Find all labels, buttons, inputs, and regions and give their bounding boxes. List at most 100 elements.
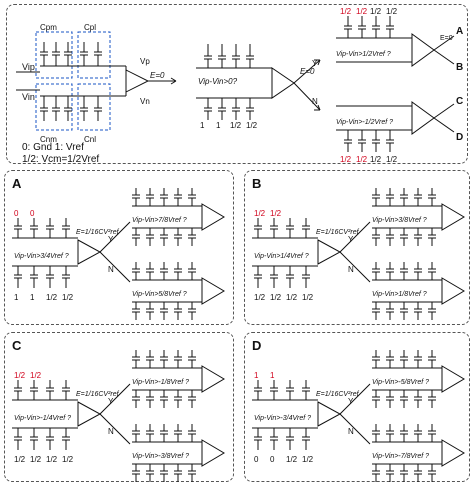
panel-c-n-label: N <box>108 427 114 436</box>
vn-label: Vn <box>140 97 150 106</box>
panel-d <box>244 332 470 482</box>
panel-d-left-top-bit-0: 1 <box>254 371 259 380</box>
panel-d-bot-cap-a-1 <box>386 424 394 442</box>
panel-a-top-cap-a-4 <box>188 188 196 206</box>
panel-d-first-comparator <box>317 401 342 427</box>
panel-d-top-cap-b-1 <box>386 390 394 408</box>
panel-c-left-top-bit-0: 1/2 <box>14 371 26 380</box>
panel-c-bot-cap-a-4 <box>188 424 196 442</box>
panel-b-top-cap-b-0 <box>372 228 380 246</box>
panel-b-left-cap-top-0 <box>254 218 262 238</box>
panel-b-branches <box>339 221 371 283</box>
panel-d-left-cap-top-3 <box>302 380 310 400</box>
right-top-stage <box>336 16 455 67</box>
panel-b-top-cap-b-2 <box>400 228 408 246</box>
mid-bit-0: 1 <box>200 121 205 130</box>
panel-b-first-cmp-label: Vip-Vin>1/4Vref ? <box>254 253 309 260</box>
panel-a-top-cmp-label: Vip-Vin>7/8Vref ? <box>132 217 187 224</box>
panel-d-bot-comparator <box>441 439 465 467</box>
panel-c-letter: C <box>12 338 22 353</box>
panel-b-left-cap-top-2 <box>286 218 294 238</box>
middle-stage <box>196 44 321 120</box>
panel-c-left-cap-bot-0 <box>14 428 22 450</box>
mid-y: Y <box>312 59 318 68</box>
panel-d-branches <box>339 383 371 445</box>
panel-b-left-bus <box>252 237 318 267</box>
out-b: B <box>456 62 463 73</box>
panel-b-left-cap-bot-2 <box>286 266 294 288</box>
panel-a <box>4 170 234 325</box>
panel-c-energy-label: E=1/16CV²ref <box>76 391 120 398</box>
cpl-box <box>77 31 111 79</box>
panel-c-top-cmp-label: Vip-Vin>-1/8Vref ? <box>132 379 189 386</box>
panel-b-left-top-bit-0: 1/2 <box>254 209 266 218</box>
panel-c-top-cap-a-3 <box>174 350 182 368</box>
mid-n: N <box>312 97 318 106</box>
panel-d-bot-cap-b-1 <box>386 464 394 482</box>
panel-d-bot-cmp-label: Vip-Vin>-7/8Vref ? <box>372 453 429 460</box>
rb-bit-1: 1/2 <box>356 155 368 164</box>
mid-e0: E=0 <box>300 67 315 76</box>
panel-a-left-cap-top-3 <box>62 218 70 238</box>
panel-b-left-cap-bot-0 <box>254 266 262 288</box>
cpm-label: Cpm <box>40 23 57 32</box>
panel-d-left-bot-bit-2: 1/2 <box>286 455 298 464</box>
panel-a-bot-cap-a-1 <box>146 262 154 280</box>
panel-a-bot-cap-a-3 <box>174 262 182 280</box>
panel-d-n-label: N <box>348 427 354 436</box>
panel-a-left-bus <box>12 237 78 267</box>
rb-bit-3: 1/2 <box>386 155 398 164</box>
panel-c-bot-cap-a-3 <box>174 424 182 442</box>
mid-bit-3: 1/2 <box>246 121 258 130</box>
panel-b-bot-cmp-label: Vip-Vin>1/8Vref ? <box>372 291 427 298</box>
panel-c-left-bot-bit-1: 1/2 <box>30 455 42 464</box>
panel-d-bot-cap-a-0 <box>372 424 380 442</box>
panel-b-bot-cap-b-2 <box>400 302 408 320</box>
panel-c-top-cap-b-3 <box>174 390 182 408</box>
panel-b-top-cap-b-4 <box>428 228 436 246</box>
panel-b-left-top-bit-1: 1/2 <box>270 209 282 218</box>
panel-a-top-cap-a-0 <box>132 188 140 206</box>
panel-d-top-cap-b-3 <box>414 390 422 408</box>
panel-c-bot-cap-a-0 <box>132 424 140 442</box>
panel-a-bot-cap-a-0 <box>132 262 140 280</box>
panel-d-top-bus <box>372 367 442 391</box>
vip-label: Vip <box>22 62 35 72</box>
cnm-box <box>35 83 73 131</box>
cpl-label: Cpl <box>84 23 96 32</box>
panel-c <box>4 332 234 482</box>
panel-a-left-cap-bot-1 <box>30 266 38 288</box>
panel-b-bot-cap-b-1 <box>386 302 394 320</box>
rt-e0: E=0 <box>440 35 453 42</box>
rt-bit-1: 1/2 <box>356 7 368 16</box>
panel-b-left-cap-top-3 <box>302 218 310 238</box>
panel-d-top-cap-b-2 <box>400 390 408 408</box>
panel-d-left-top-bit-1: 1 <box>270 371 275 380</box>
rb-bit-2: 1/2 <box>370 155 382 164</box>
panel-c-top-comparator <box>201 365 225 393</box>
out-d: D <box>456 132 463 143</box>
panel-b-left-bot-bit-2: 1/2 <box>286 293 298 302</box>
mid-bit-1: 1 <box>216 121 221 130</box>
panel-c-left-cap-top-2 <box>46 380 54 400</box>
panel-b-bot-cap-a-0 <box>372 262 380 280</box>
panel-c-top-cap-b-0 <box>132 390 140 408</box>
panel-a-y-label: Y <box>108 235 114 244</box>
rt-bit-0: 1/2 <box>340 7 352 16</box>
panel-c-left-cap-bot-3 <box>62 428 70 450</box>
panel-a-top-cap-b-3 <box>174 228 182 246</box>
panel-c-bot-cap-a-1 <box>146 424 154 442</box>
left-capacitors <box>16 42 177 121</box>
panel-a-bot-cap-b-3 <box>174 302 182 320</box>
panel-d-left-bus <box>252 399 318 429</box>
panel-d-y-label: Y <box>348 397 354 406</box>
panel-b-left-cap-top-1 <box>270 218 278 238</box>
panel-c-bot-cap-b-3 <box>174 464 182 482</box>
panel-a-left-cap-top-1 <box>30 218 38 238</box>
panel-c-top-bus <box>132 367 202 391</box>
panel-c-branches <box>99 383 131 445</box>
panel-a-left-cap-top-2 <box>46 218 54 238</box>
panel-d-bot-cap-b-0 <box>372 464 380 482</box>
